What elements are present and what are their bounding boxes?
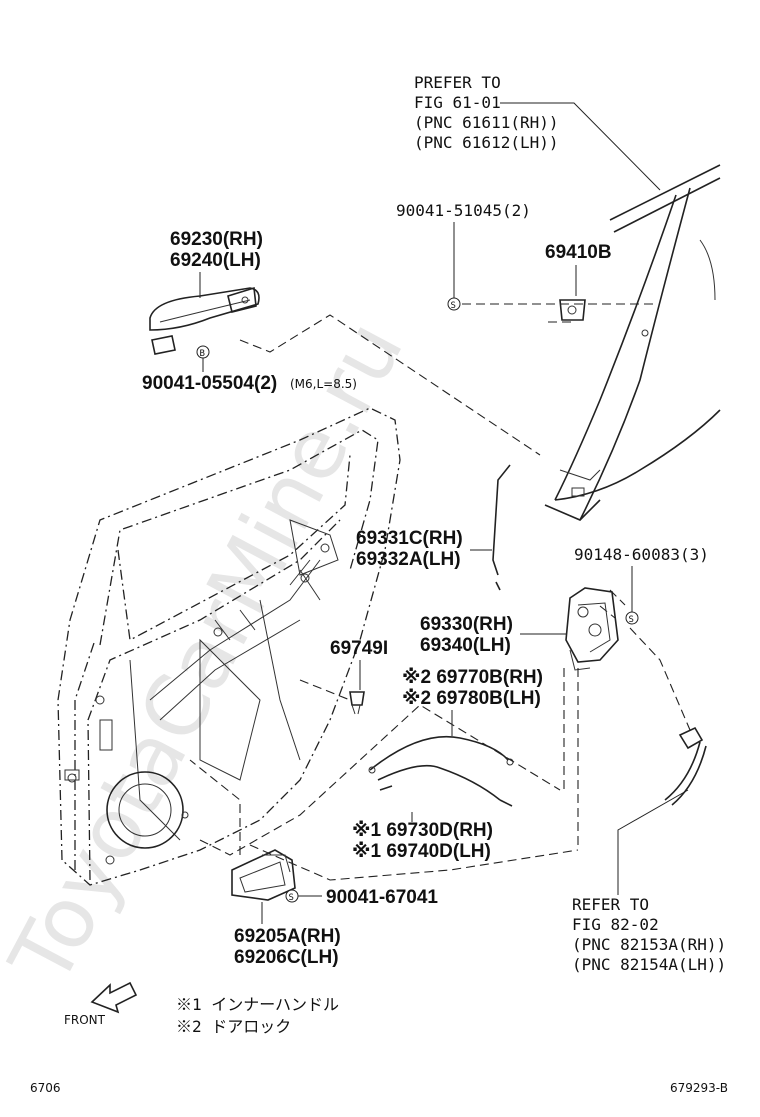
refer-line-1: REFER TO	[572, 895, 649, 914]
prefer-line-1: PREFER TO	[414, 73, 501, 92]
label-69332A: 69332A(LH)	[356, 549, 461, 570]
rear-door-panel	[57, 407, 401, 886]
label-90041-67041: 90041-67041	[326, 887, 438, 908]
front-label: FRONT	[64, 1013, 106, 1027]
lock-rod-part	[492, 464, 511, 591]
svg-text:S: S	[289, 893, 294, 903]
front-arrow-icon	[90, 981, 138, 1014]
label-69240: 69240(LH)	[170, 250, 261, 271]
svg-text:B: B	[200, 349, 205, 359]
label-69331C: 69331C(RH)	[356, 528, 463, 549]
label-69410B: 69410B	[545, 242, 612, 263]
refer-line-2: FIG 82-02	[572, 915, 659, 934]
screw-symbol-s-right: S	[625, 611, 639, 625]
body-pillar	[544, 164, 721, 521]
label-69780B: ※2 69780B(LH)	[402, 688, 541, 709]
svg-text:S: S	[451, 301, 456, 311]
prefer-line-3: (PNC 61611(RH))	[414, 113, 559, 132]
svg-text:S: S	[629, 615, 634, 625]
prefer-line-2: FIG 61-01	[414, 93, 501, 112]
label-90148-60083: 90148-60083(3)	[574, 545, 709, 564]
refer-line-3: (PNC 82153A(RH))	[572, 935, 726, 954]
door-lock-part	[565, 587, 619, 671]
screw-symbol-s-bottom: S	[285, 889, 299, 903]
label-90041-05504: 90041-05504(2)	[142, 373, 277, 394]
striker-part	[548, 299, 586, 323]
refer-reference: REFER TO FIG 82-02 (PNC 82153A(RH)) (PNC…	[572, 895, 726, 974]
label-69340: 69340(LH)	[420, 635, 511, 656]
label-69770B: ※2 69770B(RH)	[402, 667, 543, 688]
wire-connector-part	[664, 726, 707, 806]
legend-note-2: ※2 ドアロック	[176, 1017, 291, 1036]
label-69206C: 69206C(LH)	[234, 947, 339, 968]
prefer-line-4: (PNC 61612(LH))	[414, 133, 559, 152]
lock-cable-part	[368, 735, 514, 807]
outside-handle-part	[149, 286, 260, 355]
inner-handle-part	[231, 849, 296, 901]
label-69330: 69330(RH)	[420, 614, 513, 635]
label-90041-05504-note: (M6,L=8.5)	[290, 377, 357, 391]
footer-right-code: 679293-B	[670, 1081, 728, 1095]
prefer-reference: PREFER TO FIG 61-01 (PNC 61611(RH)) (PNC…	[414, 73, 661, 191]
clip-part	[349, 691, 365, 715]
refer-line-4: (PNC 82154A(LH))	[572, 955, 726, 974]
label-69749I: 69749I	[330, 638, 388, 659]
label-69730D: ※1 69730D(RH)	[352, 820, 493, 841]
label-69205A: 69205A(RH)	[234, 926, 341, 947]
legend-note-1: ※1 インナーハンドル	[176, 995, 339, 1014]
label-90041-51045: 90041-51045(2)	[396, 201, 531, 220]
label-69230: 69230(RH)	[170, 229, 263, 250]
prefer-leader	[500, 102, 661, 191]
screw-symbol-s-top: S	[447, 297, 461, 311]
label-69740D: ※1 69740D(LH)	[352, 841, 491, 862]
bolt-symbol-b: B	[196, 345, 210, 359]
footer-left-code: 6706	[30, 1081, 61, 1095]
